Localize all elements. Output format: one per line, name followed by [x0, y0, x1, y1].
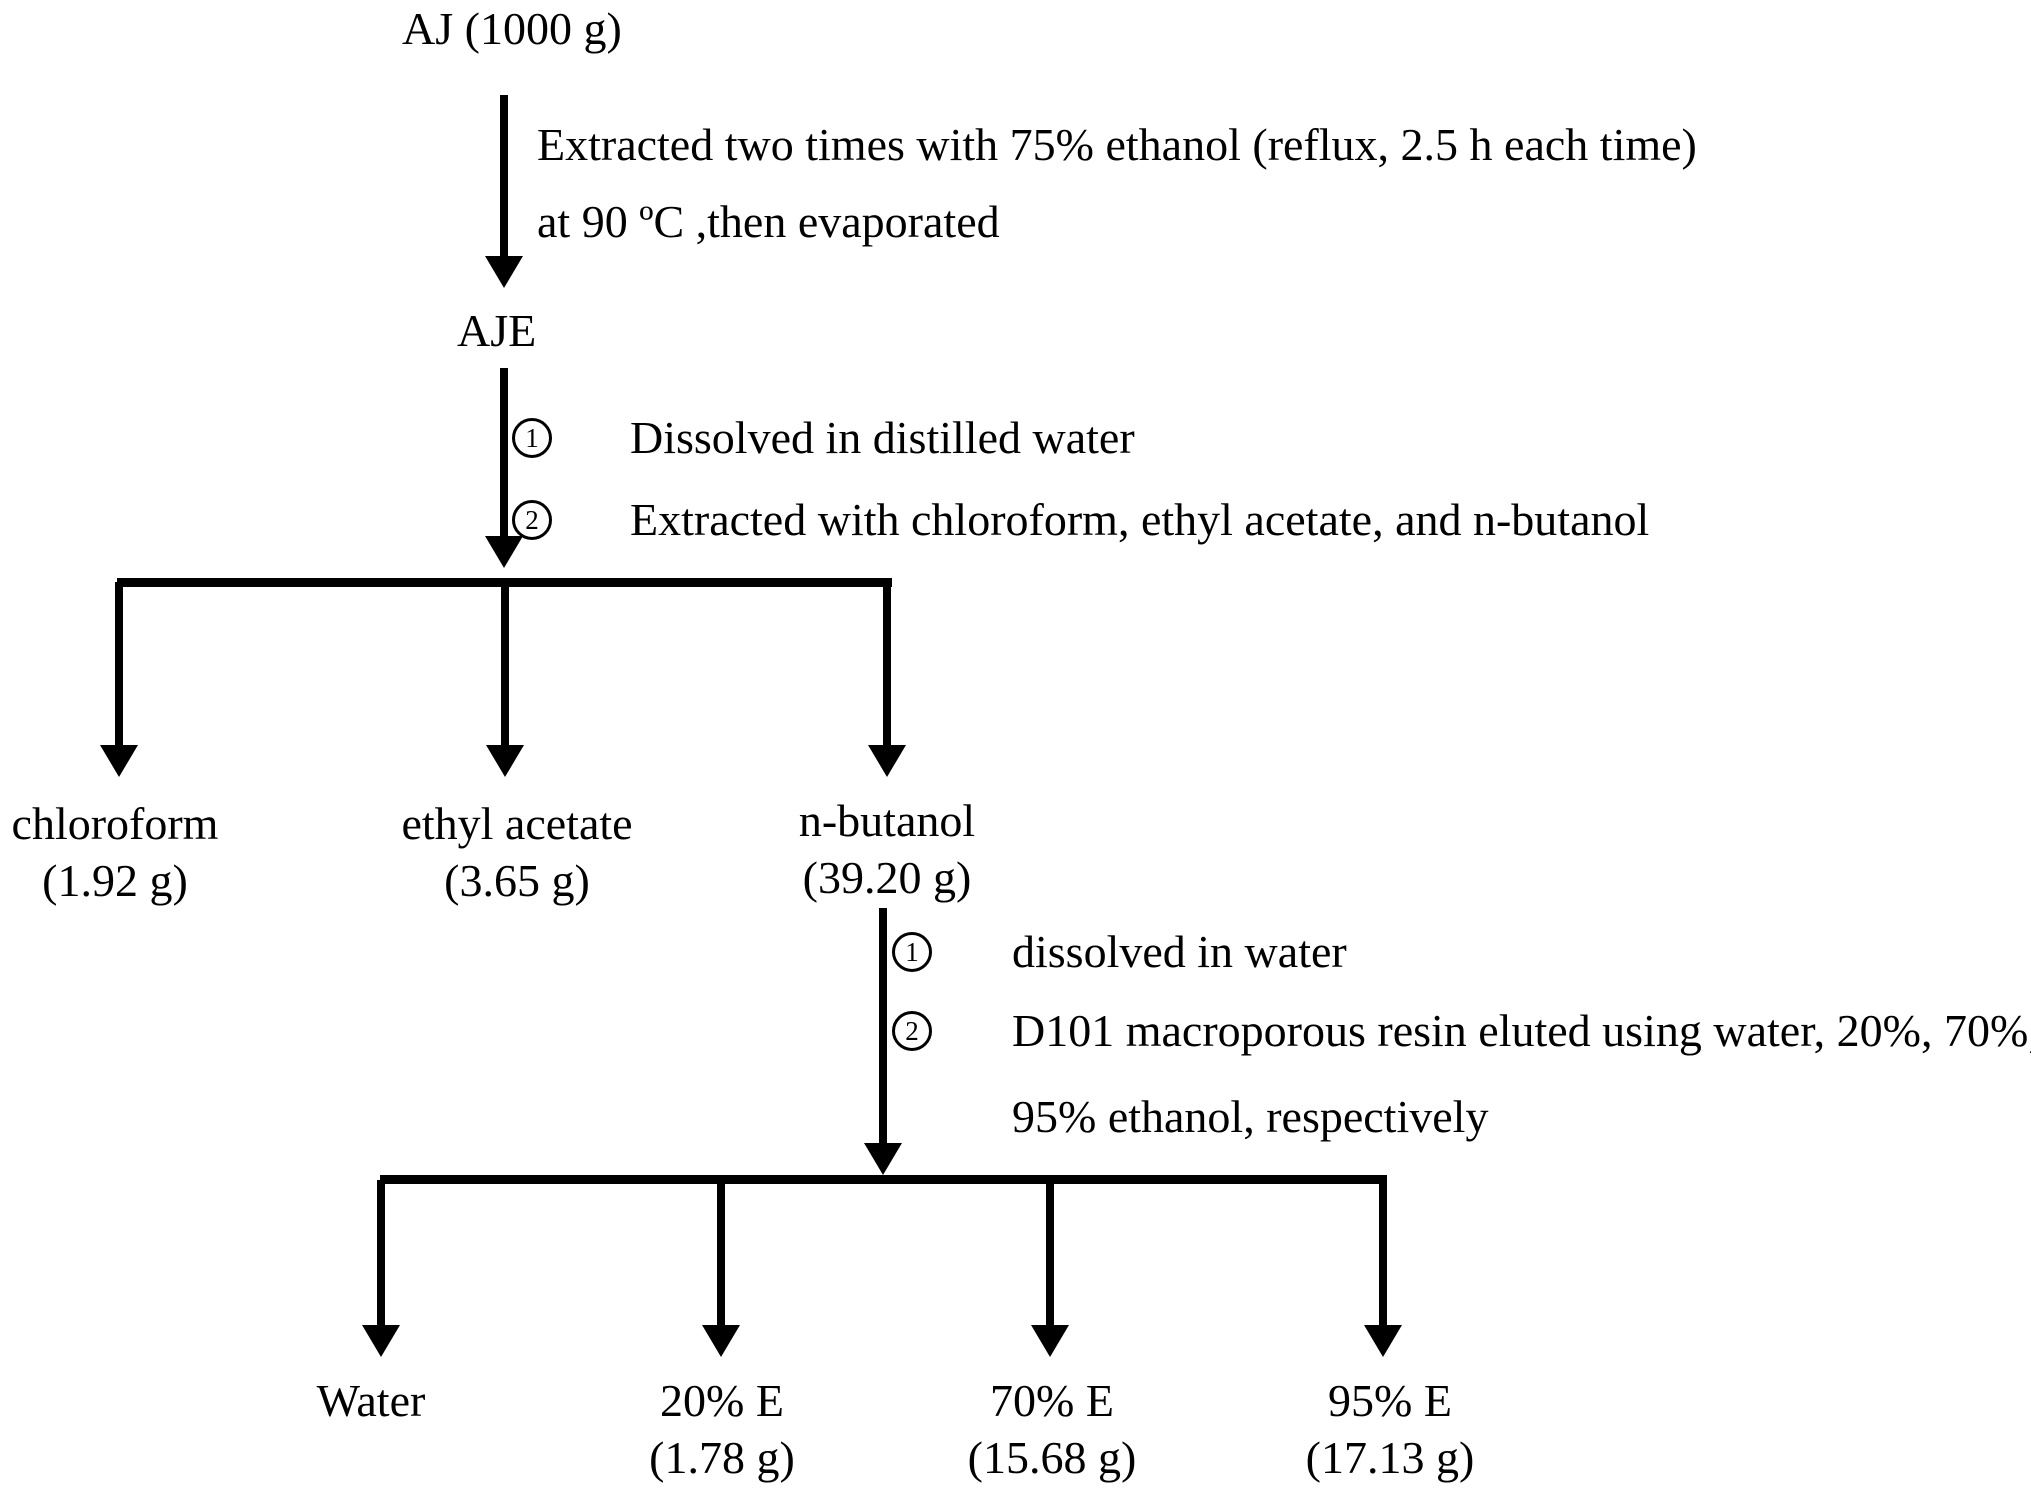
fraction-amount: (3.65 g) [444, 855, 590, 906]
ethanol-20-branch-arrow-line [717, 1180, 725, 1327]
ethanol-20-branch-arrowhead [702, 1325, 740, 1357]
step3-note-1: dissolved in water [1012, 926, 1347, 977]
fraction-amount: (1.78 g) [649, 1432, 795, 1483]
circled-number-2-badge: 2 [892, 1011, 932, 1051]
chloroform-branch-arrowhead [100, 745, 138, 777]
circled-number-2-badge: 2 [512, 500, 552, 540]
n-butanol-branch-arrowhead [868, 745, 906, 777]
step3-note-2-line2: 95% ethanol, respectively [1012, 1091, 1489, 1142]
water-branch-arrowhead [362, 1325, 400, 1357]
ethanol-70-branch-arrow-line [1046, 1180, 1054, 1327]
ethanol-95-branch-arrowhead [1364, 1325, 1402, 1357]
node-chloroform-fraction: chloroform (1.92 g) [0, 795, 230, 909]
fraction-amount: (1.92 g) [42, 855, 188, 906]
arrow-aj-to-aje-line [500, 95, 508, 258]
fraction-name: chloroform [11, 798, 219, 849]
circled-number-1-badge: 1 [512, 418, 552, 458]
fraction-name: ethyl acetate [401, 798, 633, 849]
fraction-name: 20% E [660, 1375, 784, 1426]
n-butanol-branch-arrow-line [883, 582, 891, 745]
fraction-name: 70% E [990, 1375, 1114, 1426]
fraction-amount: (39.20 g) [802, 852, 972, 903]
arrow-n-butanol-to-fractions-arrowhead [864, 1143, 902, 1175]
node-ethanol-20-fraction: 20% E (1.78 g) [602, 1372, 842, 1486]
branch-connector-2 [380, 1175, 1387, 1184]
fraction-name: 95% E [1328, 1375, 1452, 1426]
node-water-fraction: Water [271, 1372, 471, 1429]
node-ethanol-95-fraction: 95% E (17.13 g) [1270, 1372, 1510, 1486]
fraction-amount: (15.68 g) [967, 1432, 1137, 1483]
step2-note-1: Dissolved in distilled water [630, 412, 1135, 463]
arrow-aj-to-aje-arrowhead [485, 256, 523, 288]
water-branch-arrow-line [377, 1180, 385, 1327]
step2-note-2: Extracted with chloroform, ethyl acetate… [630, 494, 1650, 545]
step1-note-line1: Extracted two times with 75% ethanol (re… [537, 119, 1697, 170]
arrow-n-butanol-to-fractions-line [879, 908, 887, 1145]
node-aj: AJ (1000 g) [402, 3, 622, 54]
fraction-name: Water [316, 1375, 426, 1426]
ethanol-70-branch-arrowhead [1031, 1325, 1069, 1357]
ethanol-95-branch-arrow-line [1379, 1180, 1387, 1327]
ethyl-acetate-branch-arrowhead [486, 745, 524, 777]
arrow-aje-to-branches-arrowhead [485, 536, 523, 568]
circled-number-1-badge: 1 [892, 932, 932, 972]
step1-note-line2: at 90 ºC ,then evaporated [537, 196, 1000, 247]
fraction-amount: (17.13 g) [1305, 1432, 1475, 1483]
node-aje: AJE [457, 305, 537, 356]
fraction-name: n-butanol [798, 795, 976, 846]
node-ethanol-70-fraction: 70% E (15.68 g) [932, 1372, 1172, 1486]
step3-note-2-line1: D101 macroporous resin eluted using wate… [1012, 1005, 2031, 1056]
arrow-aje-to-branches-line [500, 368, 508, 538]
node-ethyl-acetate-fraction: ethyl acetate (3.65 g) [397, 795, 637, 909]
chloroform-branch-arrow-line [115, 582, 123, 745]
node-n-butanol-fraction: n-butanol (39.20 g) [767, 792, 1007, 906]
ethyl-acetate-branch-arrow-line [501, 582, 509, 745]
